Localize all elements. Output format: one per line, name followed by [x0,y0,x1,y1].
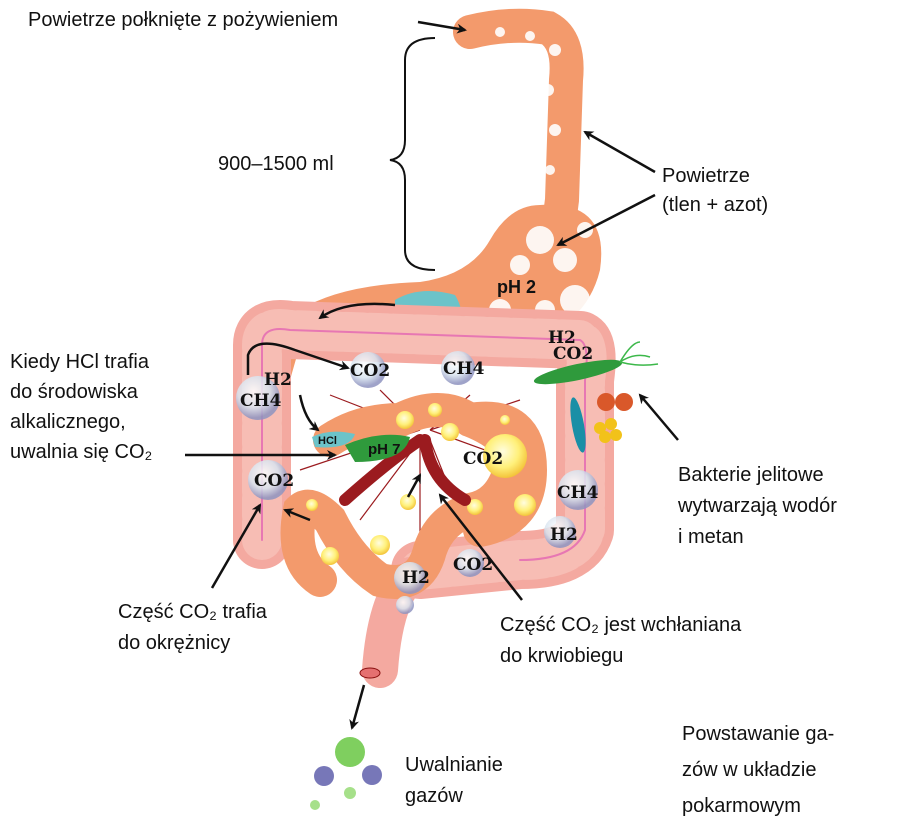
bacteria-label-line: i metan [678,526,744,548]
molecule-co2: CO2 [553,344,593,364]
bacteria-label: Bakterie jelitowe wytwarzają wodór i met… [678,460,837,553]
hcl-label-line: do środowiska [10,381,138,403]
arrow-co2-colon-small [283,508,311,522]
caption-line: Powstawanie ga- [682,723,835,745]
arrow-swallowed-air [417,20,467,34]
arrow-air-esophagus [583,130,656,174]
co2-colon-line: Część CO₂ trafia [118,601,267,623]
molecule-co2: CO2 [453,555,493,575]
arrow-co2-absorb [406,473,422,498]
bacteria [533,341,659,453]
arrows [185,20,679,730]
released-gas-bubbles [310,737,382,810]
molecule-co2: CO2 [463,449,503,469]
arrow-bacteria [638,393,679,441]
hcl-label-line: alkalicznego, [10,411,126,433]
ph7-blob [345,434,410,462]
hcl-label-line: Kiedy HCl trafia [10,351,149,373]
co2-blood-label: Część CO₂ jest wchłaniana do krwiobiegu [500,610,741,672]
co2-colon-label: Część CO₂ trafia do okrężnicy [118,597,267,659]
arrow-stomach-to-intestine [318,302,396,320]
molecule-h2: H2 [264,370,292,390]
volume-label: 900–1500 ml [218,153,334,175]
molecule-ch4: CH4 [443,359,485,379]
molecule-co2: CO2 [350,361,390,381]
release-line: gazów [405,785,463,807]
arrow-co2-blood [438,493,523,601]
intestine-ph-label: pH 7 [368,441,401,458]
air-label: Powietrze (tlen + azot) [662,162,768,220]
hcl-alkaline-label: Kiedy HCl trafia do środowiska alkaliczn… [10,347,152,467]
stomach-ph-label: pH 2 [497,277,536,297]
molecule-ch4: CH4 [240,391,282,411]
co2-colon-line: do okrężnicy [118,632,231,654]
air-label-line: Powietrze [662,165,750,187]
caption-line: pokarmowym [682,795,801,817]
swallowed-air-label: Powietrze połknięte z pożywieniem [28,9,339,31]
intestine-hcl-blob [312,431,355,448]
bacteria-label-line: wytwarzają wodór [678,495,837,517]
co2-blood-line: do krwiobiegu [500,645,624,667]
hcl-label-line: uwalnia się CO₂ [10,441,153,463]
arrow-co2-colon [210,503,262,589]
blood-vessel [339,434,471,506]
caption-line: zów w układzie [682,759,817,781]
arrow-to-colon-co2 [246,342,350,375]
molecule-co2: CO2 [254,471,294,491]
arrow-release [349,684,366,730]
molecule-h2: H2 [550,525,578,545]
intestine-hcl-label: HCl [318,435,337,447]
colon-gas-bubbles [236,351,598,614]
molecule-h2: H2 [548,328,576,348]
arrow-hcl-down [298,394,320,432]
volume-bracket [389,37,436,271]
air-label-line: (tlen + azot) [662,194,769,216]
release-label: Uwalnianie gazów [405,750,503,812]
molecule-labels: CO2 CH4 H2 CO2 H2 CH4 CO2 CO2 CH4 H2 CO2… [240,328,599,588]
bacteria-label-line: Bakterie jelitowe [678,464,824,486]
arrow-air-stomach [556,193,656,247]
caption: Powstawanie ga- zów w układzie pokarmowy… [682,716,834,824]
co2-blood-line: Część CO₂ jest wchłaniana [500,614,742,636]
rectum-opening [359,667,381,679]
molecule-ch4: CH4 [557,483,599,503]
molecule-h2: H2 [402,568,430,588]
intestine-gas-bubbles [306,403,536,565]
release-line: Uwalnianie [405,754,503,776]
